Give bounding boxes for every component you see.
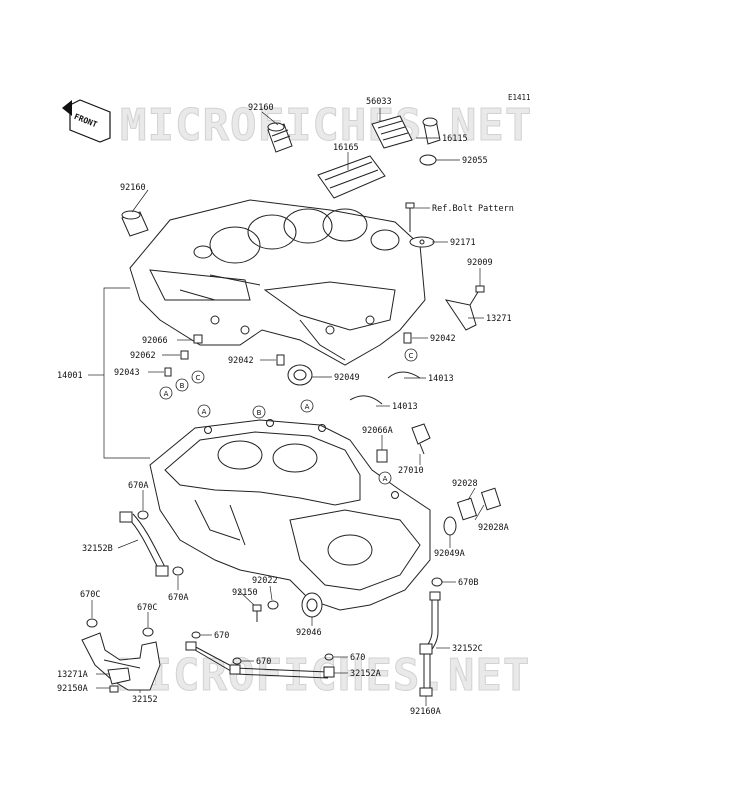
svg-text:A: A [202,408,207,416]
label-670A-upper: 670A [128,481,148,491]
screw-92009 [469,285,485,306]
dowel-92042-right [403,332,412,344]
label-92160A: 92160A [410,707,441,717]
label-32152: 32152 [132,695,158,705]
label-92066A: 92066A [362,426,393,436]
label-92171: 92171 [450,238,476,248]
svg-text:B: B [257,409,262,417]
oil-seal-92049 [287,364,313,386]
dowel-92066 [193,334,203,344]
svg-text:A: A [164,390,169,398]
dowel-92062 [180,350,189,360]
label-32152C: 32152C [452,644,483,654]
gasket-14013-lower [349,395,383,405]
label-670B: 670B [458,578,478,588]
label-670C-mid: 670C [137,603,157,613]
washer-92022 [267,600,279,610]
bolt-92150A [109,685,119,693]
label-92049: 92049 [334,373,360,383]
label-92150: 92150 [232,588,258,598]
bearing-92046 [301,592,323,618]
label-92022: 92022 [252,576,278,586]
gasket-14013-upper [387,371,421,379]
label-92046: 92046 [296,628,322,638]
label-670A-lower: 670A [168,593,188,603]
o-ring-670B [431,577,443,587]
svg-text:A: A [383,475,388,483]
label-92028A: 92028A [478,523,509,533]
label-92066: 92066 [142,336,168,346]
label-92028: 92028 [452,479,478,489]
oil-pipe-32152C [419,591,441,690]
label-92160-left: 92160 [120,183,146,193]
label-27010: 27010 [398,466,424,476]
label-92043: 92043 [114,368,140,378]
label-14001: 14001 [57,371,83,381]
label-92150A: 92150A [57,684,88,694]
label-92042-left: 92042 [228,356,254,366]
label-32152B: 32152B [82,544,113,554]
clamp-92171 [409,236,435,248]
switch-27010 [411,423,431,455]
diagram-code: E1411 [508,93,531,102]
label-670-c: 670 [350,653,365,663]
reference-marks: B C A C A B A A [159,348,418,485]
label-92160-top: 92160 [248,103,274,113]
o-ring-670A-upper [137,510,149,520]
label-92062: 92062 [130,351,156,361]
oil-seal-92049A [443,516,457,536]
bushing-92028A [480,487,502,511]
label-14013-upper: 14013 [428,374,454,384]
filter-92160A [419,687,433,697]
plate-13271 [444,299,477,331]
bolt-ref [405,202,415,232]
label-56033: 56033 [366,97,392,107]
label-92049A: 92049A [434,549,465,559]
label-670-b: 670 [256,657,271,667]
label-16115: 16115 [442,134,468,144]
leader-lines [88,108,485,706]
part-labels: 92160 56033 16115 16165 92055 92160 Ref.… [57,97,514,717]
bolt-92150 [252,604,262,622]
label-16165: 16165 [333,143,359,153]
o-ring-670-a [191,631,201,639]
label-ref-bolt: Ref.Bolt Pattern [432,204,514,214]
svg-text:C: C [409,352,414,360]
label-92055: 92055 [462,156,488,166]
filter-92160-top [267,122,293,153]
label-plate-56033 [371,115,413,149]
svg-text:A: A [305,403,310,411]
svg-text:B: B [180,382,185,390]
dowel-92042-left [276,354,285,366]
label-92009: 92009 [467,258,493,268]
breather-cover-16165 [317,155,386,199]
label-32152A: 32152A [350,669,381,679]
oil-pipe-32152A [185,641,335,679]
plate-13271A [107,667,131,685]
label-92042-right: 92042 [430,334,456,344]
o-ring-670C-left [86,618,98,628]
label-13271A: 13271A [57,670,88,680]
o-ring-92055 [419,154,437,166]
dowel-92066A [376,449,388,463]
bushing-92028 [456,497,478,521]
lower-crankcase [149,419,431,611]
upper-crankcase [129,199,426,366]
watermark-top: MICROFICHES.NET [120,100,532,151]
label-670C-left: 670C [80,590,100,600]
pin-92043 [164,367,172,377]
label-13271: 13271 [486,314,512,324]
label-14013-lower: 14013 [392,402,418,412]
o-ring-670C-mid [142,627,154,637]
o-ring-670A-lower [172,566,184,576]
filter-92160-left [121,210,149,237]
front-arrow-icon: FRONT [62,99,111,143]
oil-pipe-32152B [119,511,169,577]
label-670-a: 670 [214,631,229,641]
svg-text:C: C [196,374,201,382]
